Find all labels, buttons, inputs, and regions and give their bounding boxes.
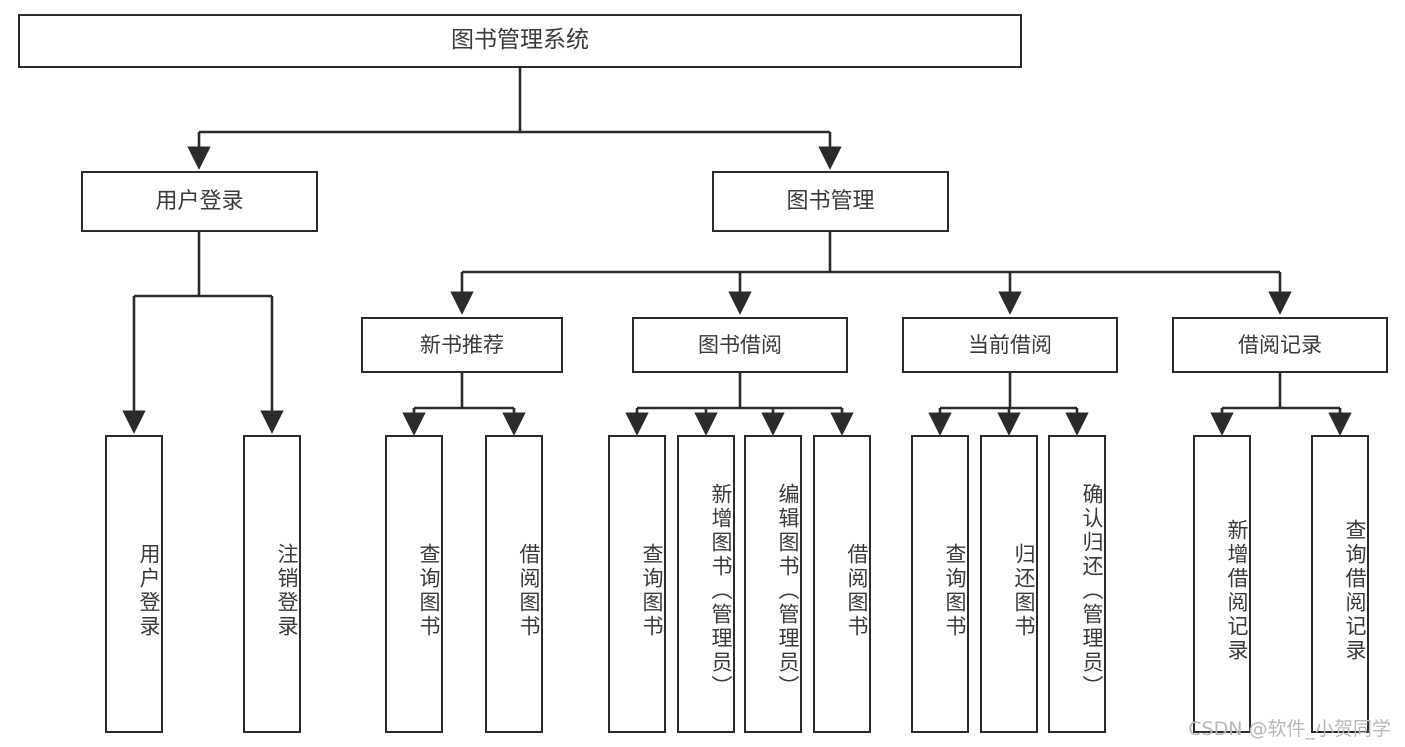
node-leaf-user-login-label: 用户登录 <box>137 543 161 639</box>
node-book-manage-label: 图书管理 <box>786 188 875 214</box>
node-book-borrow[interactable]: 图书借阅 <box>632 317 848 373</box>
node-leaf-confirm-return[interactable]: 确认归还（管理员） <box>1048 435 1106 733</box>
node-leaf-edit-book-label: 编辑图书（管理员） <box>776 483 800 699</box>
node-leaf-query-book-3-label: 查询图书 <box>943 543 967 639</box>
node-leaf-query-record-label: 查询借阅记录 <box>1343 519 1367 663</box>
node-leaf-query-book-3[interactable]: 查询图书 <box>911 435 969 733</box>
node-leaf-add-book[interactable]: 新增图书（管理员） <box>677 435 735 733</box>
node-leaf-borrow-book-2-label: 借阅图书 <box>845 543 869 639</box>
node-current-borrow[interactable]: 当前借阅 <box>902 317 1118 373</box>
node-root[interactable]: 图书管理系统 <box>18 14 1022 68</box>
node-current-borrow-label: 当前借阅 <box>968 332 1052 357</box>
node-leaf-query-record[interactable]: 查询借阅记录 <box>1311 435 1369 733</box>
node-leaf-return-book-label: 归还图书 <box>1012 543 1036 639</box>
node-leaf-user-login[interactable]: 用户登录 <box>105 435 163 733</box>
node-leaf-add-record-label: 新增借阅记录 <box>1225 519 1249 663</box>
node-leaf-return-book[interactable]: 归还图书 <box>980 435 1038 733</box>
node-leaf-logout[interactable]: 注销登录 <box>243 435 301 733</box>
node-borrow-record[interactable]: 借阅记录 <box>1172 317 1388 373</box>
node-root-label: 图书管理系统 <box>451 27 589 54</box>
node-leaf-query-book-2-label: 查询图书 <box>640 543 664 639</box>
node-user-login[interactable]: 用户登录 <box>81 171 318 232</box>
node-book-manage[interactable]: 图书管理 <box>712 171 949 232</box>
node-leaf-add-book-label: 新增图书（管理员） <box>709 483 733 699</box>
node-leaf-borrow-book-1[interactable]: 借阅图书 <box>485 435 543 733</box>
node-leaf-borrow-book-2[interactable]: 借阅图书 <box>813 435 871 733</box>
node-leaf-confirm-return-label: 确认归还（管理员） <box>1080 483 1104 699</box>
node-new-book-rec[interactable]: 新书推荐 <box>361 317 563 373</box>
node-leaf-query-book-2[interactable]: 查询图书 <box>608 435 666 733</box>
node-new-book-rec-label: 新书推荐 <box>420 332 504 357</box>
node-leaf-logout-label: 注销登录 <box>275 543 299 639</box>
node-leaf-add-record[interactable]: 新增借阅记录 <box>1193 435 1251 733</box>
node-book-borrow-label: 图书借阅 <box>698 332 782 357</box>
node-user-login-label: 用户登录 <box>155 188 244 214</box>
node-leaf-edit-book[interactable]: 编辑图书（管理员） <box>744 435 802 733</box>
node-leaf-query-book-1[interactable]: 查询图书 <box>385 435 443 733</box>
node-leaf-query-book-1-label: 查询图书 <box>417 543 441 639</box>
node-leaf-borrow-book-1-label: 借阅图书 <box>517 543 541 639</box>
node-borrow-record-label: 借阅记录 <box>1238 332 1322 357</box>
